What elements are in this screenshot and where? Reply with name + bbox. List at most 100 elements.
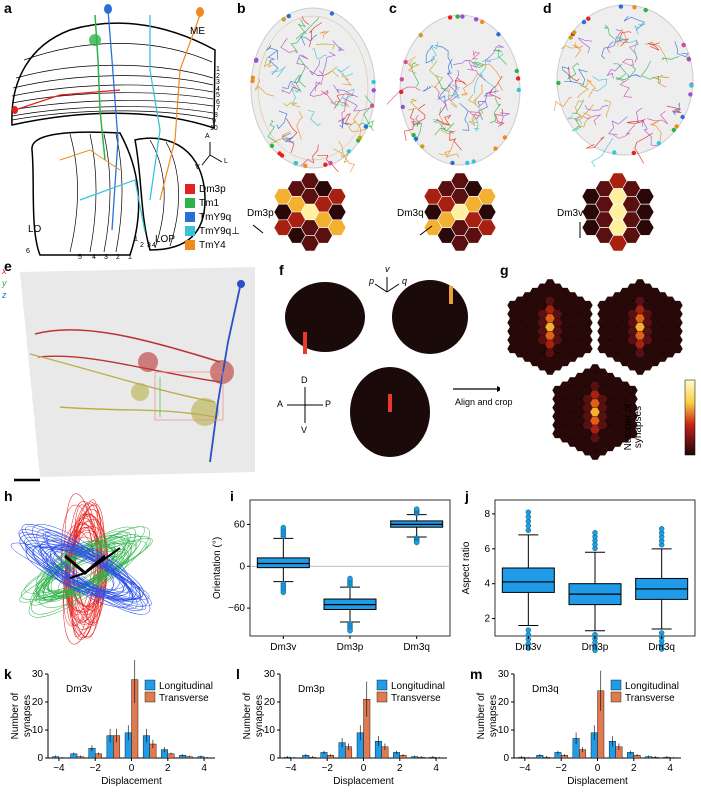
outlier: [525, 627, 532, 633]
rf-ellipse: [25, 526, 147, 610]
dir-q-label: q: [402, 276, 408, 286]
x-tick-label: 2: [397, 763, 403, 774]
me-layer-1: 1: [216, 66, 220, 73]
legend-swatch: [185, 198, 195, 208]
ellipse-overlay-h: [10, 493, 153, 645]
legend-swatch: [144, 691, 156, 703]
panel-label-j: j: [465, 488, 469, 504]
legend-swatch: [376, 691, 388, 703]
x-tick-label: Dm3v: [515, 642, 541, 653]
me-layer-9: 9: [212, 118, 216, 125]
x-tick-label: 4: [667, 763, 673, 774]
x-tick-label: 0: [595, 763, 601, 774]
x-axis-label: Displacement: [101, 776, 162, 787]
dm3p-label: Dm3p: [247, 208, 274, 219]
y-tick-label: −60: [228, 603, 245, 614]
y-axis-label-line1: Number of: [476, 692, 487, 739]
x-tick-label: Dm3v: [270, 642, 296, 653]
outlier: [347, 628, 353, 634]
panel-label-a: a: [4, 0, 12, 16]
legend-swatch: [610, 691, 622, 703]
y-axis-label-line1: Number of: [10, 692, 21, 739]
outlier: [525, 527, 532, 534]
panel-label-b: b: [237, 0, 246, 16]
dm3q-arbor-render: [386, 14, 521, 252]
legend-swatch: [185, 184, 195, 194]
dm3v-label: Dm3v: [557, 208, 584, 219]
panel-a: a: [0, 0, 240, 262]
x-tick-label: −4: [53, 763, 65, 774]
mean-axis-lines-2: [69, 547, 121, 579]
rf-ellipse: [69, 513, 99, 622]
x-tick-label: Dm3p: [337, 642, 364, 653]
y-axis-label-line2: synapses: [254, 695, 265, 737]
compass-v-label-f: V: [301, 425, 308, 435]
inset-title: Dm3p: [298, 684, 325, 695]
y-tick-label: 8: [484, 509, 490, 520]
outlier: [413, 506, 420, 512]
lop-layer-2: 2: [140, 242, 144, 249]
x-tick-label: −4: [285, 763, 297, 774]
legend-swatch: [376, 679, 388, 691]
aligned-maps-g: [507, 279, 696, 460]
outlier: [592, 529, 598, 536]
panel-label-m: m: [470, 666, 483, 682]
rf-ellipse: [46, 534, 134, 606]
x-tick-label: Dm3q: [648, 642, 675, 653]
me-layer-10: 10: [210, 124, 218, 132]
y-tick-label: 0: [269, 753, 275, 764]
lop-layer-3: 3: [147, 242, 151, 249]
x-tick-label: 2: [631, 763, 637, 774]
y-axis-label: Orientation (°): [212, 537, 223, 599]
legend-label: Longitudinal: [159, 681, 213, 692]
outlier: [525, 523, 532, 529]
compass-v-label: V: [195, 164, 200, 171]
rf-ellipse: [24, 536, 143, 600]
compass-a-label-f: A: [277, 399, 284, 409]
rf-ellipse: [31, 547, 141, 601]
panel-label-e: e: [4, 258, 12, 274]
panel-label-k: k: [4, 666, 12, 682]
rf-ellipse: [19, 534, 144, 600]
panel-label-f: f: [279, 262, 284, 278]
lo-layer-3: 3: [104, 254, 108, 261]
lop-layer-4: 4: [152, 242, 156, 249]
outlier: [592, 647, 598, 654]
legend-label: Longitudinal: [391, 681, 445, 692]
outlier: [525, 645, 532, 651]
x-axis-label: Displacement: [333, 776, 394, 787]
lo-layer-2: 2: [116, 254, 120, 261]
me-layer-7: 7: [216, 105, 220, 112]
me-layer-4: 4: [216, 85, 220, 93]
legend-label: TmY9q: [199, 211, 232, 223]
y-tick-label: 6: [484, 544, 490, 555]
panel-h: h: [0, 488, 190, 658]
axis-z-label: z: [2, 290, 7, 300]
lo-layer-1: 1: [128, 254, 132, 261]
panel-label-c: c: [389, 0, 397, 16]
legend-item: TmY4: [185, 238, 240, 252]
legend-label: Transverse: [625, 693, 675, 704]
y-tick-label: 0: [239, 561, 245, 572]
inset-title: Dm3q: [532, 684, 559, 695]
rf-ellipse: [35, 543, 136, 604]
x-tick-label: −2: [89, 763, 101, 774]
legend-label: TmY9q⊥: [199, 225, 240, 237]
panel-label-l: l: [236, 666, 240, 682]
y-tick-label: 30: [32, 669, 44, 680]
outlier: [347, 575, 353, 582]
y-tick-label: 30: [264, 669, 276, 680]
y-axis-label-line2: synapses: [488, 695, 499, 737]
x-tick-label: Dm3p: [582, 642, 609, 653]
outlier: [525, 514, 532, 520]
legend-label: Transverse: [391, 693, 441, 704]
y-tick-label: 4: [484, 579, 490, 590]
y-tick-label: 30: [498, 669, 510, 680]
legend-item: Dm3p: [185, 182, 240, 196]
y-tick-label: 60: [234, 519, 246, 530]
